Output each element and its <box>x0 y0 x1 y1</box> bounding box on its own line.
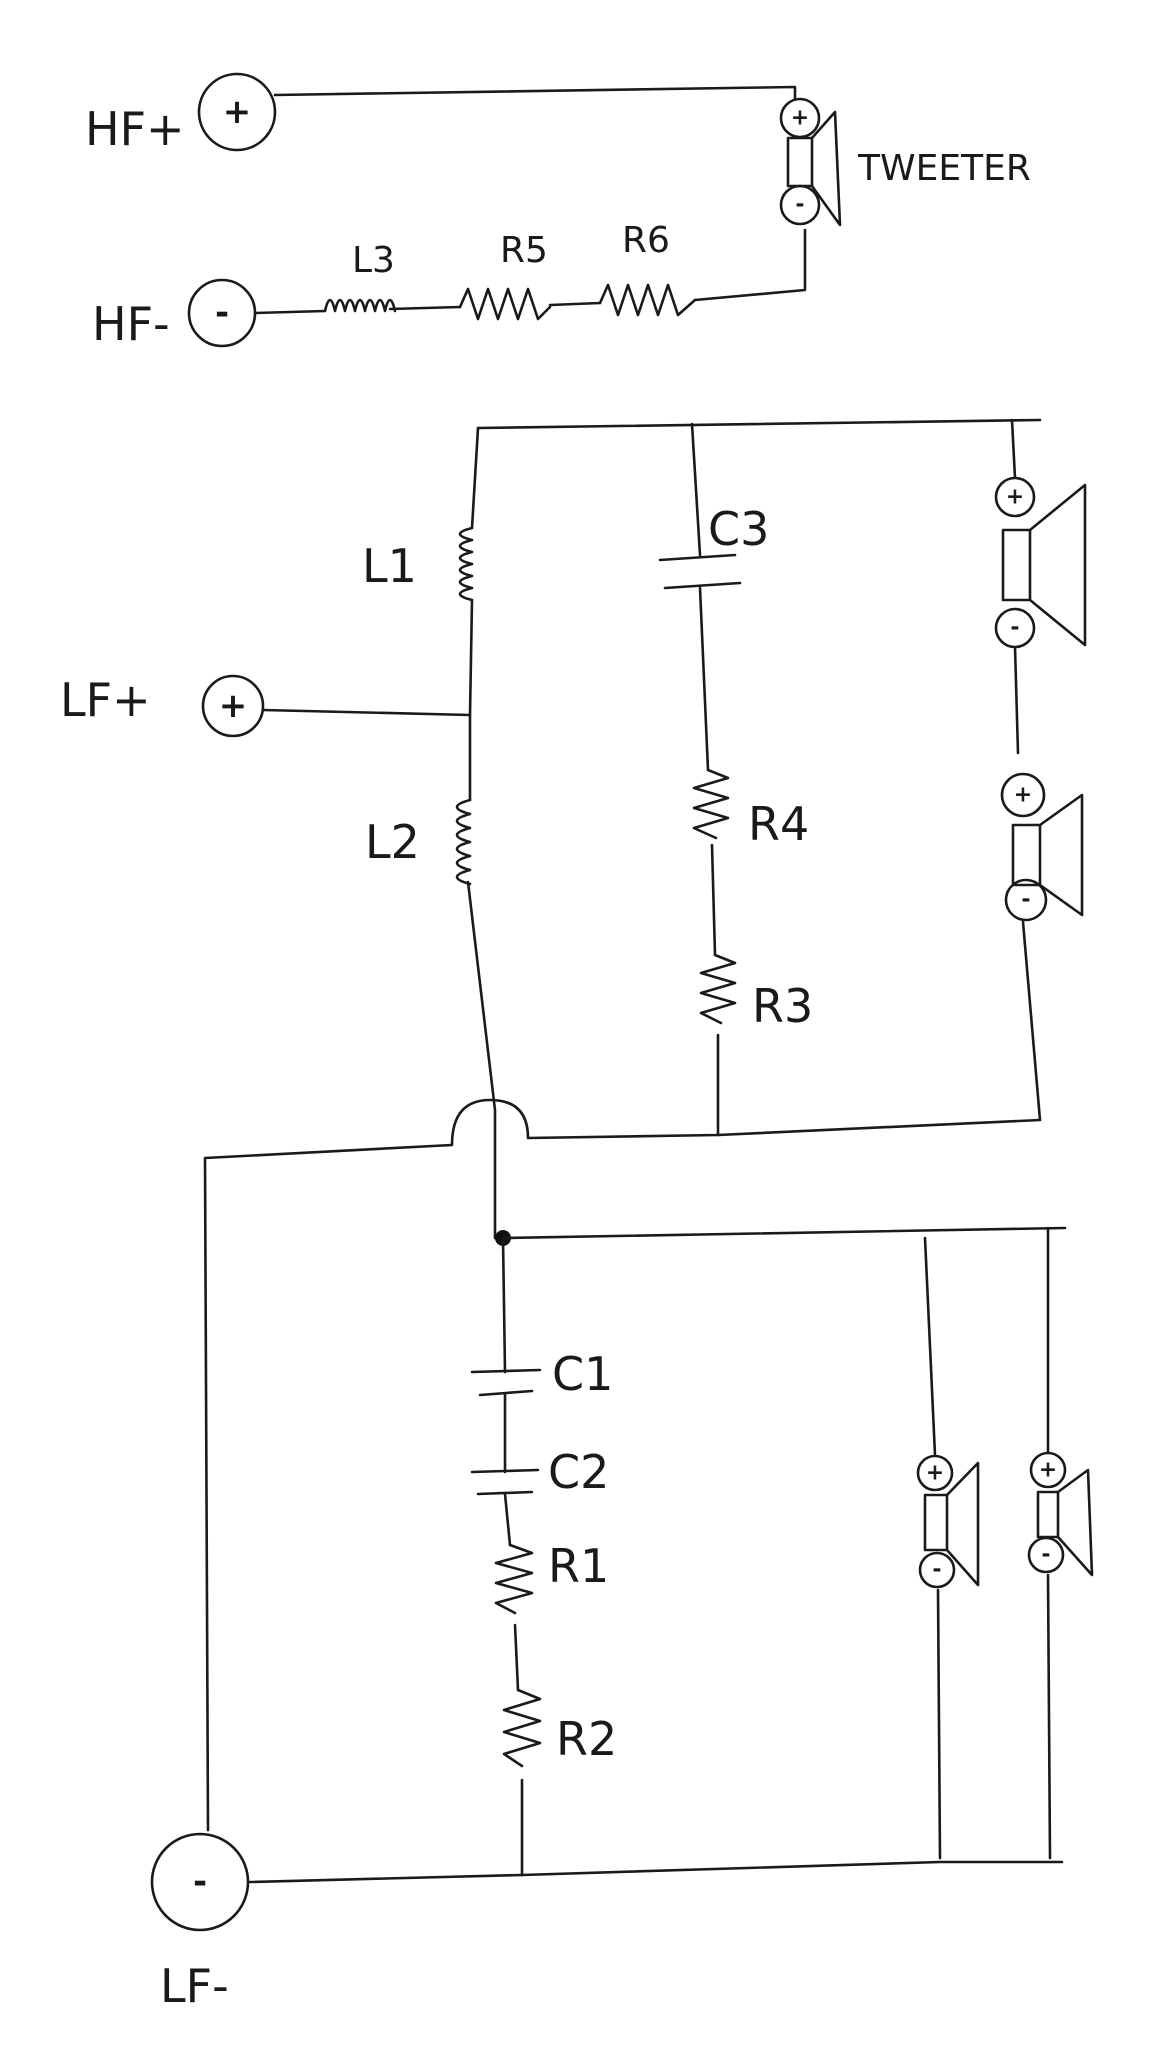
hf-section: + HF+ - HF- L3 R5 R6 + - TWEETER <box>85 72 1031 351</box>
woofer-2-minus-sign: - <box>1021 888 1030 913</box>
hf-plus-wire <box>273 85 797 102</box>
hf-minus-terminal: - <box>187 278 257 348</box>
cap-resistor-branch-wire <box>501 1236 524 1877</box>
tweeter-3-speaker: + - <box>1027 1451 1094 1577</box>
c3-label: C3 <box>708 502 769 556</box>
woofer-wire <box>1010 418 1042 1122</box>
tweeter-minus-sign: - <box>795 193 804 218</box>
tweeter-2-plus-sign: + <box>926 1461 944 1486</box>
woofer-1-speaker: + - <box>994 476 1087 649</box>
lf-plus-label: LF+ <box>60 673 151 727</box>
lf-bottom-section: C1 C2 R1 R2 + - + - - <box>150 1226 1094 2013</box>
c3-capacitor <box>658 553 742 590</box>
r6-resistor <box>598 283 697 317</box>
lf-top-rail <box>476 418 1042 430</box>
lf-minus-rail <box>248 1860 1064 1884</box>
lf-minus-label: LF- <box>160 1959 229 2013</box>
hf-minus-sign: - <box>215 293 229 333</box>
woofer-2-plus-sign: + <box>1014 783 1032 808</box>
woofer-2-speaker: + - <box>1000 772 1084 922</box>
tweeter-3-plus-sign: + <box>1039 1458 1057 1483</box>
l3-label: L3 <box>352 240 395 281</box>
lf-minus-terminal: - <box>150 1832 250 1932</box>
r1-resistor <box>494 1543 534 1615</box>
r3-resistor <box>699 953 737 1025</box>
tweeter-speaker: + - <box>779 97 842 227</box>
lf-bottom-top-rail <box>501 1226 1067 1240</box>
r5-resistor <box>458 287 552 321</box>
tweeter-label: TWEETER <box>857 148 1031 189</box>
parallel-tweeter-wires <box>923 1226 1052 1860</box>
r6-label: R6 <box>622 220 670 261</box>
tweeter-2-speaker: + - <box>916 1454 980 1589</box>
middle-branch-wire <box>690 422 720 1137</box>
c2-capacitor <box>470 1468 540 1496</box>
hf-plus-sign: + <box>223 92 252 132</box>
lf-top-section: L1 + LF+ L2 C3 R4 R3 + - + <box>60 418 1087 1832</box>
r4-label: R4 <box>748 797 809 851</box>
hf-minus-label: HF- <box>92 297 170 351</box>
l3-inductor <box>323 298 397 313</box>
l2-inductor <box>455 798 472 886</box>
lf-plus-wire <box>261 708 472 717</box>
hf-series-wire <box>253 228 807 315</box>
lf-plus-terminal: + <box>201 674 265 738</box>
lf-plus-sign: + <box>219 686 248 726</box>
hf-plus-label: HF+ <box>85 102 185 156</box>
left-branch-wire <box>466 426 497 1240</box>
tweeter-3-minus-sign: - <box>1041 1543 1050 1568</box>
hf-plus-terminal: + <box>197 72 277 152</box>
woofer-1-minus-sign: - <box>1010 616 1019 641</box>
r3-label: R3 <box>752 979 813 1033</box>
l1-label: L1 <box>362 539 417 593</box>
lf-minus-sign: - <box>193 1862 207 1902</box>
r2-resistor <box>502 1688 542 1768</box>
c1-capacitor <box>470 1368 542 1397</box>
r4-resistor <box>692 768 730 840</box>
tweeter-plus-sign: + <box>791 106 809 131</box>
l2-label: L2 <box>365 815 420 869</box>
woofer-1-plus-sign: + <box>1006 485 1024 510</box>
c2-label: C2 <box>548 1445 609 1499</box>
tweeter-2-minus-sign: - <box>932 1558 941 1583</box>
c1-label: C1 <box>552 1347 613 1401</box>
r5-label: R5 <box>500 230 548 271</box>
r2-label: R2 <box>556 1712 617 1766</box>
l1-inductor <box>458 526 474 602</box>
r1-label: R1 <box>548 1539 609 1593</box>
lf-bottom-rail <box>203 1098 1042 1832</box>
